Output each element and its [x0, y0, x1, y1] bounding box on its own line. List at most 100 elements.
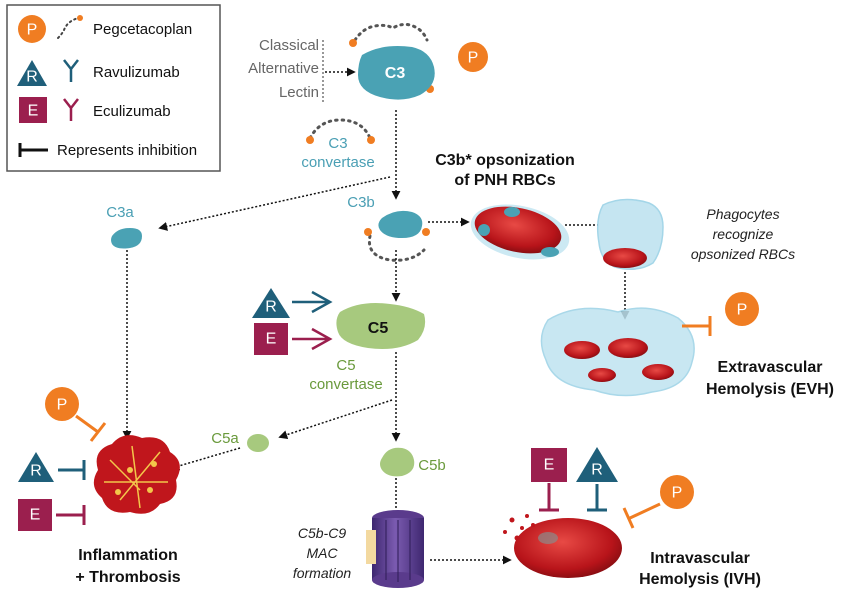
ravulizumab-badge-icon — [252, 288, 290, 318]
opsonization-title-1: C3b* opsonization — [435, 152, 575, 169]
ravulizumab-badge-icon — [17, 60, 47, 86]
c3-convertase: C3 convertase — [301, 118, 375, 171]
inflam-r-inhibition-icon — [58, 460, 86, 480]
c5-convertase-label-1: C5 — [336, 357, 355, 374]
c3b-protein-icon — [378, 210, 423, 238]
c5-inhibitors: R E — [252, 288, 333, 355]
c3-p-letter: P — [468, 50, 479, 67]
legend-pegcetacoplan-label: Pegcetacoplan — [93, 21, 192, 38]
phagocytes-text-1: Phagocytes — [706, 206, 779, 222]
eculizumab-badge-icon — [254, 323, 288, 355]
opsonized-rbc-icon — [470, 204, 570, 260]
peptide-end-icon — [306, 136, 314, 144]
inflam-p-inhibition-icon — [75, 414, 107, 442]
ivh-p-letter: P — [672, 485, 683, 502]
peptide-end-icon — [364, 228, 372, 236]
legend-ravulizumab: R Ravulizumab — [17, 59, 180, 86]
c5-e-letter: E — [266, 331, 277, 348]
ivh-r-inhibition-icon — [587, 484, 607, 512]
eculizumab-badge-icon — [531, 448, 567, 482]
ivh-title-1: Intravascular — [650, 550, 750, 567]
mac-text-3: formation — [293, 565, 352, 581]
c5-node: C5 — [336, 303, 426, 349]
ivh-r-letter: R — [591, 462, 603, 479]
inflammation-title-2: + Thrombosis — [75, 569, 180, 586]
mac-text-1: C5b-C9 — [298, 525, 346, 541]
c3-convertase-label-1: C3 — [328, 135, 347, 152]
phagocyte-icon — [596, 198, 664, 270]
mac-pore-icon — [366, 510, 424, 588]
ravulizumab-antibody-icon — [292, 290, 333, 314]
legend-ravulizumab-label: Ravulizumab — [93, 64, 180, 81]
c5b-node: C5b — [380, 447, 446, 477]
ivh-inhibitors: E R P — [531, 447, 694, 529]
ivh-p-inhibition-icon — [622, 502, 661, 529]
c5a-protein-icon — [247, 434, 269, 452]
c3b-label: C3b — [347, 194, 375, 211]
mac-text-2: MAC — [306, 545, 338, 561]
ravulizumab-antibody-icon — [63, 59, 79, 82]
c5a-node: C5a — [211, 430, 269, 452]
legend-r-letter: R — [26, 69, 38, 86]
pegcetacoplan-badge-icon — [458, 42, 488, 72]
c5-label: C5 — [368, 320, 389, 337]
c3-convertase-label-2: convertase — [301, 154, 374, 171]
legend-e-letter: E — [28, 103, 39, 120]
c3a-protein-icon — [111, 228, 142, 249]
legend-inhibition-label: Represents inhibition — [57, 142, 197, 159]
legend-pegcetacoplan: P Pegcetacoplan — [18, 15, 192, 43]
ravulizumab-badge-icon — [576, 447, 618, 482]
c5b-protein-icon — [380, 447, 415, 477]
pegcetacoplan-badge-icon — [660, 475, 694, 509]
legend-eculizumab-label: Eculizumab — [93, 103, 171, 120]
ivh-e-inhibition-icon — [539, 483, 559, 512]
legend-p-letter: P — [27, 22, 38, 39]
c3b-node: C3b — [347, 194, 430, 262]
c5-convertase-label-2: convertase — [309, 376, 382, 393]
legend-eculizumab: E Eculizumab — [19, 97, 171, 123]
inflam-r-letter: R — [30, 463, 42, 480]
phagocytes-text-2: recognize — [713, 226, 774, 242]
evh-title-1: Extravascular — [718, 359, 823, 376]
evh-p-letter: P — [737, 302, 748, 319]
inflam-e-inhibition-icon — [56, 505, 86, 525]
c5b-label: C5b — [418, 457, 446, 474]
peptide-end-icon — [77, 15, 83, 21]
inflammation-title-1: Inflammation — [78, 547, 178, 564]
pathway-lectin: Lectin — [279, 84, 319, 101]
pathway-classical: Classical — [259, 37, 319, 54]
c3-label: C3 — [385, 65, 406, 82]
eculizumab-antibody-icon — [292, 327, 333, 351]
evh-phagocytes-icon — [540, 307, 695, 397]
opsonization-title-2: of PNH RBCs — [454, 172, 555, 189]
c3b-peptide-chain-icon — [367, 234, 426, 262]
peptide-end-icon — [367, 136, 375, 144]
c5-protein-icon — [336, 303, 426, 349]
c3a-label: C3a — [106, 204, 134, 221]
to-c3a-arrow — [158, 176, 391, 231]
thrombus-icon — [93, 435, 180, 514]
inflam-e-letter: E — [30, 507, 41, 524]
c3-protein-icon — [358, 46, 435, 100]
inflammation-inhibitors: P R E — [18, 387, 107, 531]
c5-r-letter: R — [265, 299, 277, 316]
pegcetacoplan-badge-icon — [18, 15, 46, 43]
phagocytes-text-3: opsonized RBCs — [691, 246, 795, 262]
eculizumab-badge-icon — [19, 97, 47, 123]
ivh-title-2: Hemolysis (IVH) — [639, 571, 761, 588]
pegcetacoplan-badge-icon — [45, 387, 79, 421]
legend-inhibition: Represents inhibition — [18, 142, 197, 159]
c5a-label: C5a — [211, 430, 239, 447]
ravulizumab-badge-icon — [18, 452, 54, 482]
pegcetacoplan-badge-icon — [725, 292, 759, 326]
pathway-alternative: Alternative — [248, 60, 319, 77]
peptide-end-icon — [349, 39, 357, 47]
evh-title-2: Hemolysis (EVH) — [706, 381, 834, 398]
inflam-p-letter: P — [57, 397, 68, 414]
c3-complex: C3 P — [349, 22, 488, 100]
ivh-e-letter: E — [544, 457, 555, 474]
peptide-chain-icon — [57, 17, 80, 39]
inhibition-symbol-icon — [18, 143, 48, 157]
eculizumab-antibody-icon — [63, 98, 79, 121]
